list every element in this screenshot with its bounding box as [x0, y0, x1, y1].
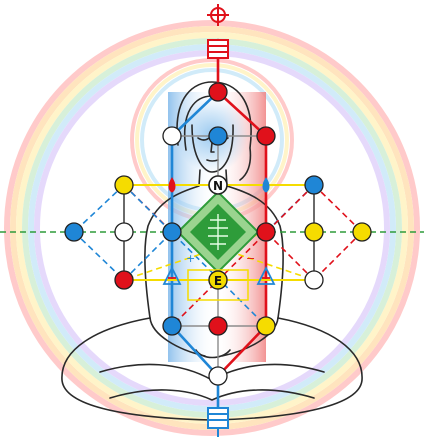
- right-mid-node: [305, 223, 323, 241]
- left-outer-top-node: [115, 176, 133, 194]
- plus-sign: +: [186, 252, 195, 265]
- left-shoulder-node: [163, 127, 181, 145]
- left-heart-node: [163, 223, 181, 241]
- center-label: E: [214, 274, 222, 288]
- north-label: N: [213, 179, 223, 193]
- right-outer-top-node: [305, 176, 323, 194]
- third-eye-node: [209, 127, 227, 145]
- minus-sign: −: [246, 252, 255, 265]
- left-hip-node: [163, 317, 181, 335]
- north-node: N: [209, 176, 227, 194]
- root-node: [209, 367, 227, 385]
- east-node: E: [209, 271, 227, 289]
- center-lower-node: [209, 317, 227, 335]
- right-shoulder-node: [257, 127, 275, 145]
- far-left-node: [65, 223, 83, 241]
- right-outer-bottom-node: [305, 271, 323, 289]
- crown-node: [209, 83, 227, 101]
- right-heart-node: [257, 223, 275, 241]
- left-outer-bottom-node: [115, 271, 133, 289]
- left-mid-node: [115, 223, 133, 241]
- right-hip-node: [257, 317, 275, 335]
- far-right-node: [353, 223, 371, 241]
- top-ladder-symbol-icon: [208, 40, 228, 58]
